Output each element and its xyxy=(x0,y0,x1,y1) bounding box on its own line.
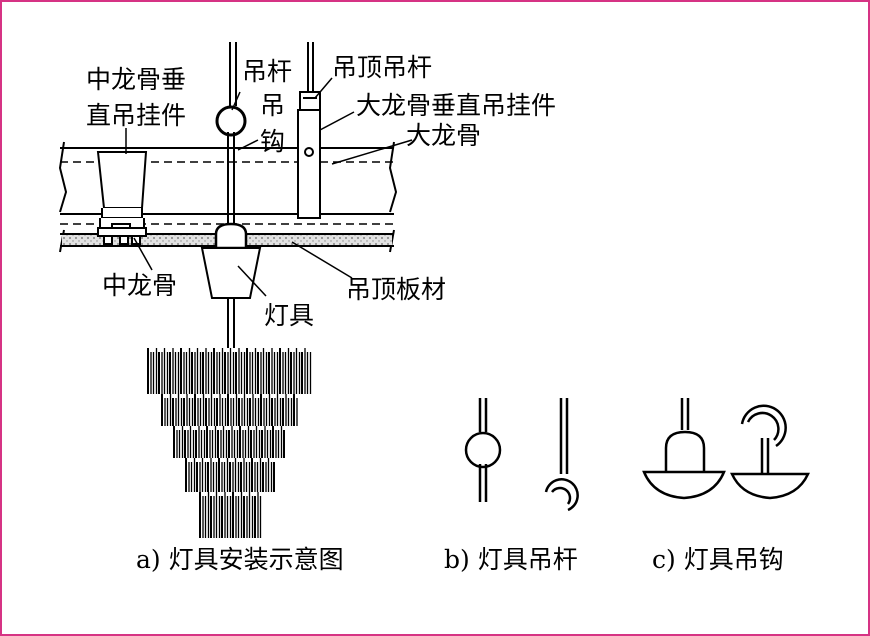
label-ceiling-suspension-rod: 吊顶吊杆 xyxy=(332,53,432,82)
label-main-runner-hanger: 大龙骨垂直吊挂件 xyxy=(356,91,556,120)
label-ceiling-board: 吊顶板材 xyxy=(346,275,446,304)
chandelier-tier xyxy=(173,426,285,458)
detail-c-hook-open xyxy=(730,404,810,500)
main-runner-hanger xyxy=(297,109,321,219)
label-hook-1: 吊 xyxy=(260,91,285,120)
middle-runner-profile xyxy=(97,227,147,245)
caption-a: a) 灯具安装示意图 xyxy=(136,545,344,574)
break-mark-right xyxy=(388,141,398,213)
label-hanger-rod: 吊杆 xyxy=(242,57,292,86)
chandelier-tier xyxy=(199,492,262,538)
break-mark-left xyxy=(58,141,68,213)
chandelier xyxy=(147,348,312,538)
detail-b-rod-loop xyxy=(464,398,502,502)
detail-b-rod-hook xyxy=(544,398,579,512)
ceiling-suspension-rod xyxy=(299,42,321,111)
label-middle-runner-hanger-1: 中龙骨垂 xyxy=(86,65,186,94)
chandelier-tier xyxy=(161,394,298,426)
lamp-cord xyxy=(227,298,235,348)
chandelier-tier xyxy=(185,458,275,492)
leader-lines xyxy=(125,77,413,297)
chandelier-tier xyxy=(147,348,312,394)
caption-b: b) 灯具吊杆 xyxy=(444,545,578,574)
lamp-hook xyxy=(214,222,248,250)
middle-runner-hanger xyxy=(96,151,148,233)
lamp-shade xyxy=(200,247,262,299)
label-middle-runner-hanger-2: 直吊挂件 xyxy=(86,101,186,130)
caption-c: c) 灯具吊钩 xyxy=(652,545,784,574)
label-lamp: 灯具 xyxy=(264,301,314,330)
label-hook-2: 钩 xyxy=(260,127,285,156)
lamp-hanger-rod xyxy=(215,42,247,224)
label-main-runner: 大龙骨 xyxy=(406,121,481,150)
label-middle-runner: 中龙骨 xyxy=(102,271,177,300)
detail-c-hook-closed xyxy=(642,398,726,500)
